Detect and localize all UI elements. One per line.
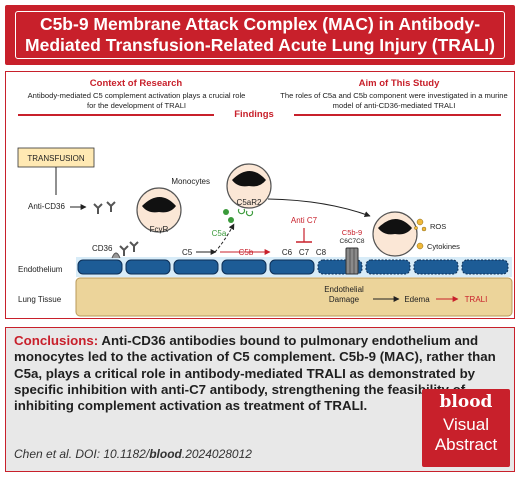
antibody-icon [93, 201, 139, 256]
c6c7c8-label: C6C7C8 [340, 238, 365, 245]
cd36-receptor [111, 252, 121, 259]
mac-pore-icon [345, 247, 359, 275]
mechanism-diagram: Lung Tissue Endothelium TRANSFUSION [17, 147, 513, 317]
findings-divider-left [18, 114, 214, 116]
findings-panel: Context of Research Antibody-mediated C5… [5, 71, 515, 319]
citation-prefix: Chen et al. DOI: 10.1182/ [14, 447, 150, 461]
cytokines-label: Cytokines [427, 242, 460, 251]
conclusions-label: Conclusions: [14, 333, 99, 348]
conclusions-text: Anti-CD36 antibodies bound to pulmonary … [14, 333, 496, 414]
endothelial-damage-line1: Endothelial [324, 285, 364, 294]
endothelial-damage-line2: Damage [329, 295, 360, 304]
findings-title: Findings [214, 109, 294, 120]
c5ar2-receptor-icon [237, 208, 254, 217]
endothelium-label: Endothelium [18, 265, 63, 274]
ros-icon [414, 218, 427, 232]
context-title: Context of Research [89, 78, 183, 89]
trali-label: TRALI [465, 295, 488, 304]
c5a-label: C5a [212, 229, 227, 238]
ros-label: ROS [430, 222, 446, 231]
cytokines-icon [416, 242, 424, 250]
title-banner: C5b-9 Membrane Attack Complex (MAC) in A… [5, 5, 515, 65]
c5-label: C5 [182, 248, 193, 257]
findings-divider-right [294, 114, 501, 116]
citation: Chen et al. DOI: 10.1182/blood.202402801… [14, 447, 252, 461]
c6-label: C6 [282, 248, 293, 257]
aim-text: The roles of C5a and C5b component were … [280, 91, 508, 110]
anti-c7-label: Anti C7 [291, 216, 318, 225]
lung-tissue-band [75, 277, 513, 317]
title: C5b-9 Membrane Attack Complex (MAC) in A… [25, 14, 495, 55]
citation-journal: blood [149, 447, 182, 461]
lung-tissue-label: Lung Tissue [18, 295, 62, 304]
c8-label: C8 [316, 248, 327, 257]
edema-label: Edema [404, 295, 430, 304]
cd36-label: CD36 [92, 244, 113, 253]
c7-label: C7 [299, 248, 310, 257]
aim-title: Aim of This Study [358, 78, 440, 89]
fcgr-label: FcγR [150, 225, 169, 234]
endothelial-cells [77, 259, 509, 275]
logo-line1: Visual [443, 415, 489, 434]
logo-line2: Abstract [434, 435, 498, 454]
transfusion-label: TRANSFUSION [27, 154, 85, 163]
citation-suffix: .2024028012 [181, 447, 252, 461]
c5b9-label: C5b-9 [342, 228, 362, 237]
context-text: Antibody-mediated C5 complement activati… [27, 91, 246, 110]
monocytes-label: Monocytes [171, 177, 210, 186]
c5a-molecules [223, 209, 234, 223]
blood-visual-abstract-logo: blood Visual Abstract [422, 389, 510, 467]
logo-brand: blood [439, 392, 493, 412]
anti-cd36-label: Anti-CD36 [28, 202, 65, 211]
c5ar2-label: C5aR2 [237, 198, 262, 207]
